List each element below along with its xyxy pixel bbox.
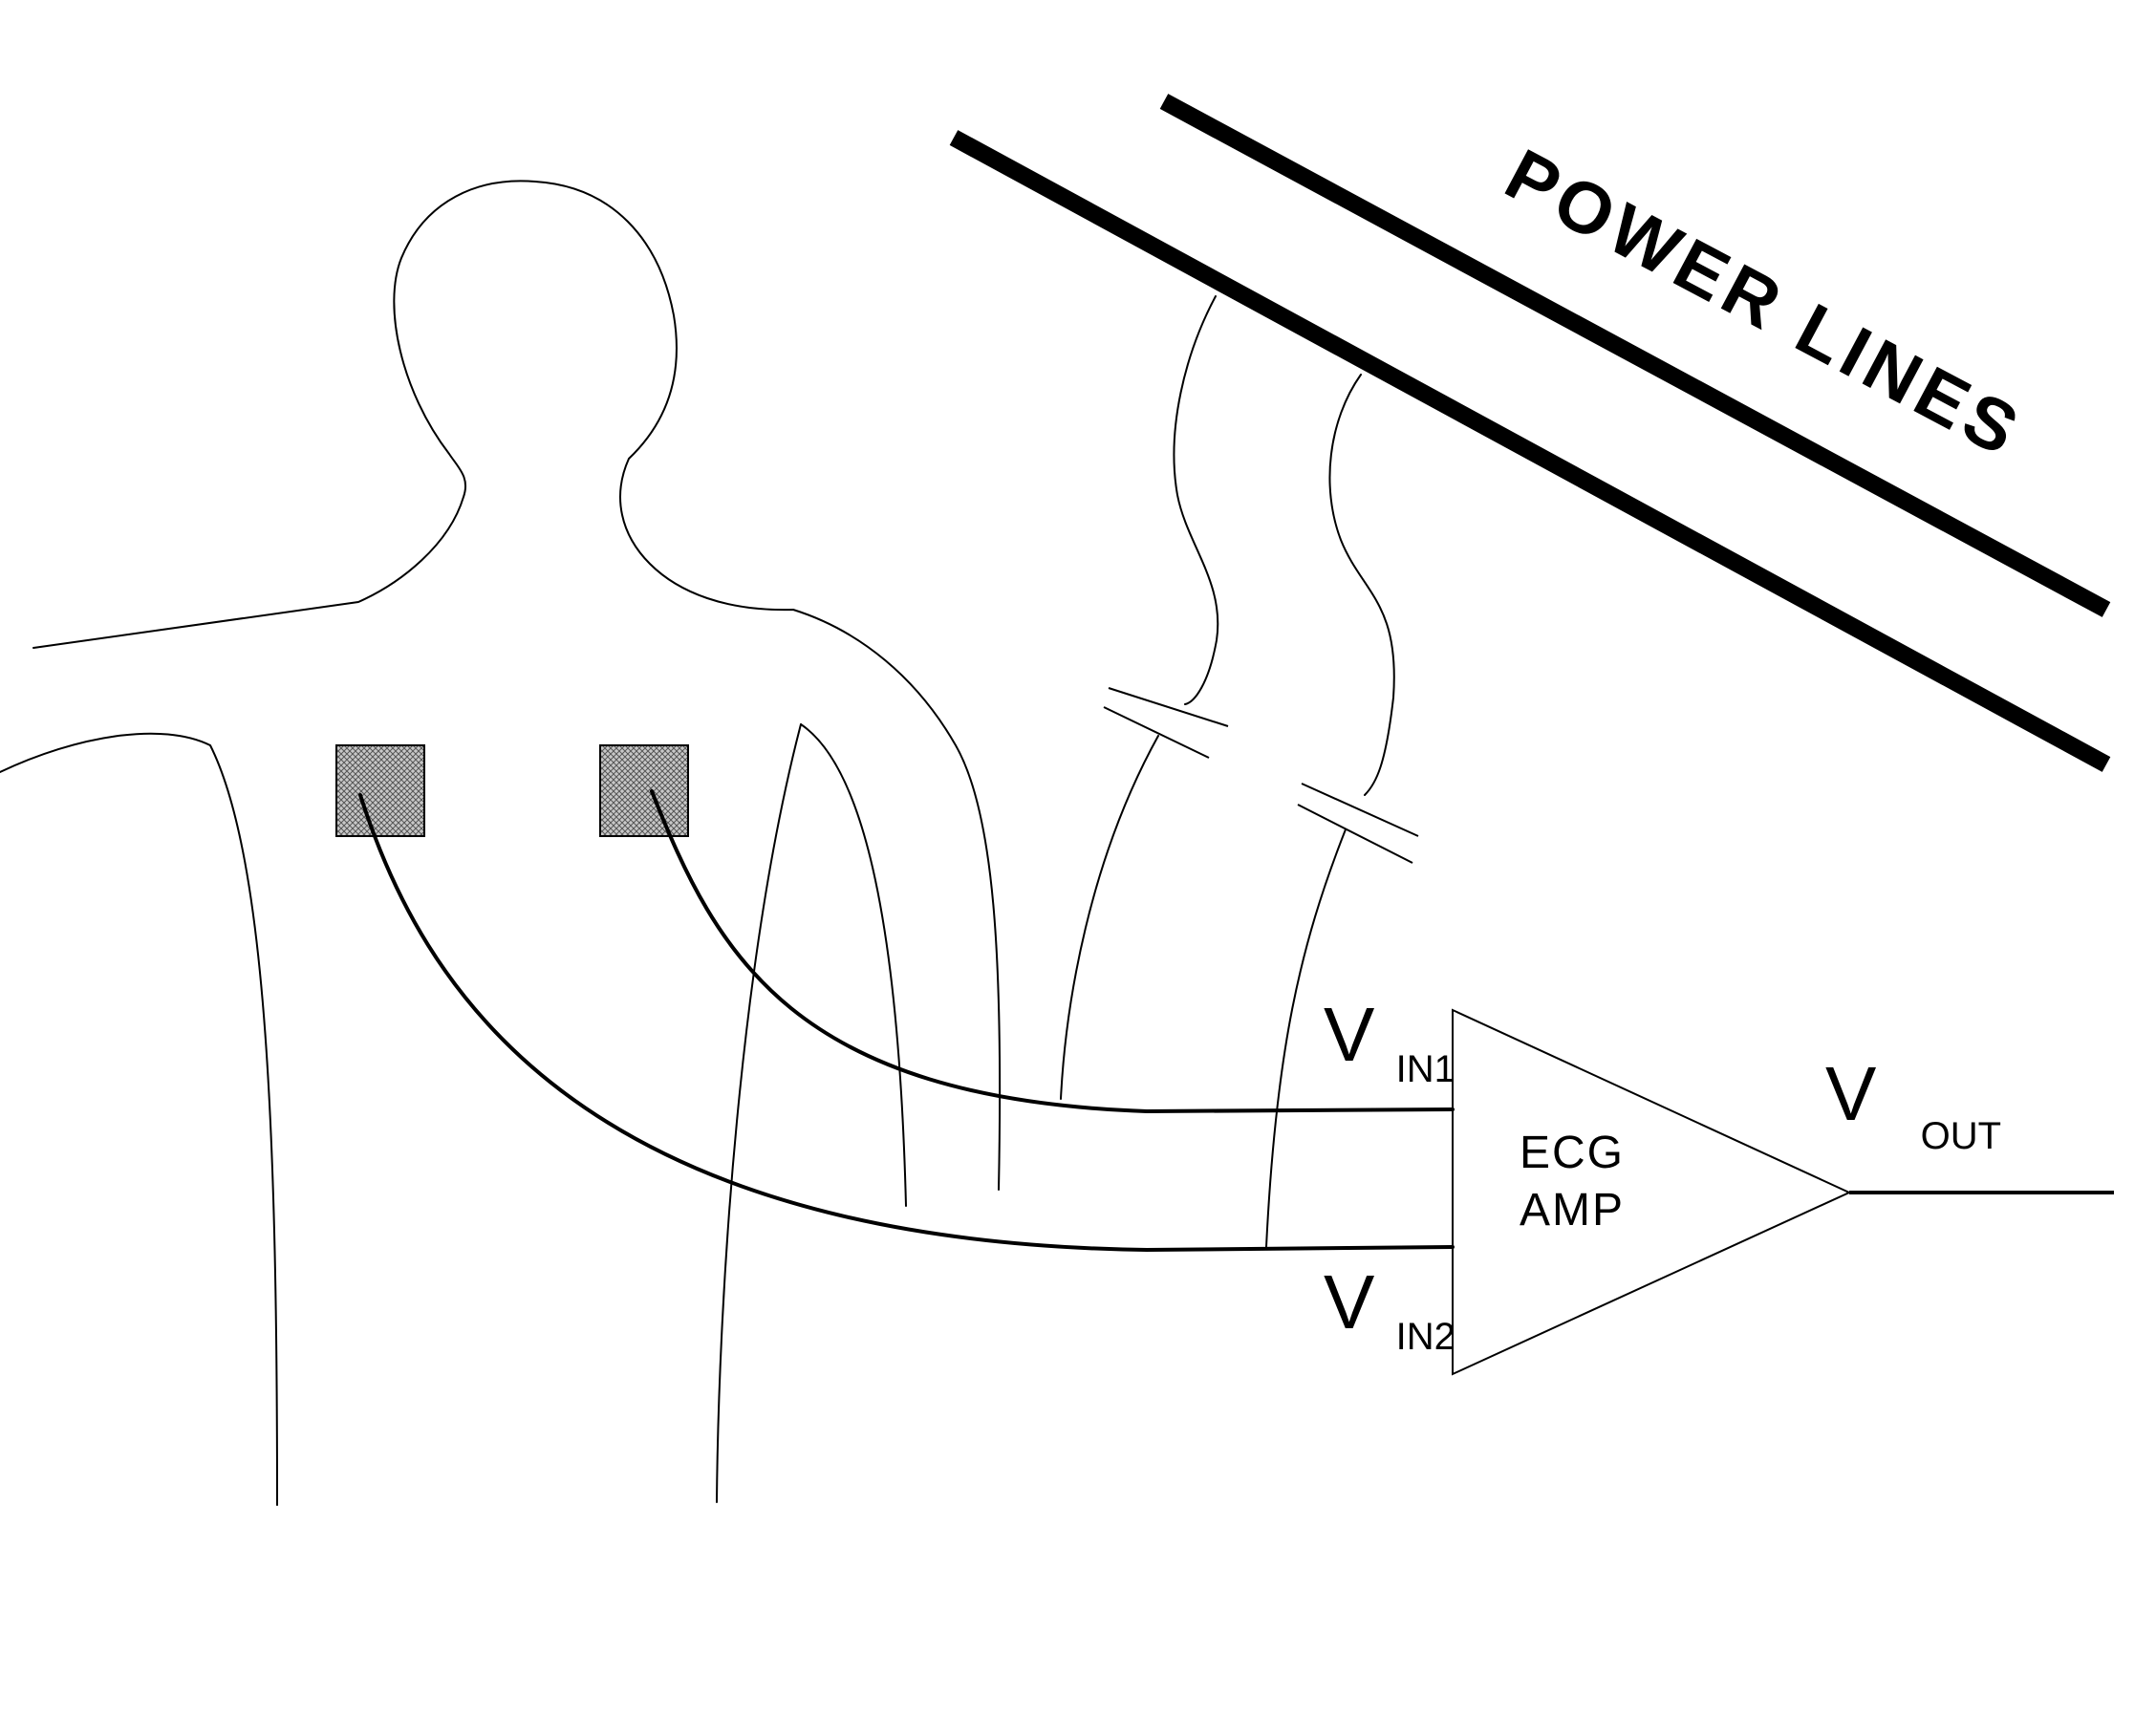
power-line-lower [949, 130, 2111, 772]
power-lines: POWER LINES [949, 94, 2111, 772]
coupling-wire-1-bottom [1060, 735, 1159, 1100]
power-line-upper [1159, 94, 2111, 617]
output-label: V OUT [1825, 1051, 2001, 1157]
right-arm-inner [800, 723, 907, 1207]
coupling-capacitor-1-plate-a [1108, 687, 1229, 727]
left-arm-underside [0, 732, 278, 1506]
amplifier-label-line1: ECG [1520, 1128, 1625, 1178]
lead-in2 [358, 793, 1455, 1253]
human-body-outline [0, 180, 1002, 1506]
amplifier-triangle [1452, 1008, 1852, 1376]
input-1-label-sub: IN1 [1396, 1048, 1455, 1090]
input-2-label: V IN2 [1324, 1259, 1455, 1358]
input-1-label-main: V [1324, 992, 1375, 1077]
output-label-sub: OUT [1921, 1115, 2001, 1157]
coupling-capacitor-2-plate-a [1301, 783, 1419, 837]
capacitive-coupling [1060, 295, 1419, 1248]
electrodes [335, 744, 689, 837]
coupling-wire-2-top [1328, 374, 1395, 796]
amplifier-label-line2: AMP [1520, 1185, 1625, 1236]
coupling-capacitor-1-plate-b [1103, 706, 1210, 759]
ecg-amplifier: ECG AMP [1452, 1008, 2114, 1376]
lead-in1 [650, 789, 1455, 1114]
coupling-capacitor-2-plate-b [1297, 804, 1413, 864]
head-shoulders-outline [32, 180, 1002, 1191]
coupling-wire-1-top [1173, 295, 1219, 705]
coupling-wire-2-bottom [1265, 828, 1347, 1248]
torso-right-side [716, 723, 802, 1503]
input-2-label-sub: IN2 [1396, 1316, 1455, 1358]
input-1-label: V IN1 [1324, 992, 1455, 1090]
input-2-label-main: V [1324, 1259, 1375, 1344]
output-label-main: V [1825, 1051, 1877, 1136]
electrode-2 [599, 744, 689, 837]
electrode-1 [335, 744, 425, 837]
terminal-labels: V IN1 V IN2 V OUT [1324, 992, 2001, 1358]
electrode-leads [358, 789, 1455, 1253]
